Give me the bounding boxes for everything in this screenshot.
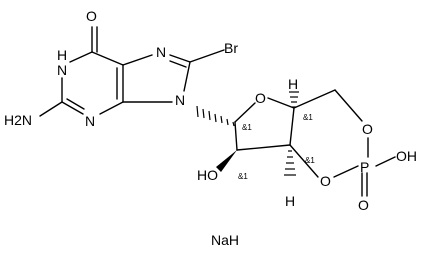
atom-p: P bbox=[360, 159, 369, 175]
atom-poh: OH bbox=[396, 148, 417, 164]
stereo-c4: &1 bbox=[303, 113, 313, 122]
atom-oh2p: HO bbox=[197, 167, 218, 183]
bond-c2-n3-second bbox=[66, 98, 85, 110]
bond-c4p-c3p bbox=[289, 107, 295, 146]
stereo-labels: &1 &1 &1 &1 bbox=[238, 113, 315, 181]
atom-h1: H bbox=[57, 47, 67, 63]
atom-o5p: O bbox=[362, 121, 373, 137]
bond-p-oh bbox=[375, 156, 396, 167]
stereo-c2: &1 bbox=[238, 172, 248, 181]
bond-n3-c4 bbox=[99, 101, 124, 115]
atom-n7: N bbox=[156, 44, 166, 60]
bond-c6-n1 bbox=[69, 51, 93, 63]
bond-n7-c8-second bbox=[169, 60, 187, 68]
bond-c8-n9 bbox=[183, 61, 191, 92]
atom-o4p: O bbox=[255, 90, 266, 106]
bond-c2-n3 bbox=[61, 101, 84, 115]
hashed-wedge-c3p-h bbox=[284, 150, 296, 176]
counterion-label: NaH bbox=[211, 232, 239, 248]
bond-c2-nh2 bbox=[39, 101, 63, 117]
atom-n9: N bbox=[175, 92, 185, 108]
bond-c5-n7 bbox=[122, 54, 153, 66]
bond-c2p-c1p bbox=[234, 121, 238, 151]
bond-o3p-p bbox=[333, 165, 359, 178]
atom-labels: O N H H2N N N Br N O HO O O P OH O H H bbox=[4, 8, 417, 213]
hashed-wedge-c4p-h bbox=[289, 91, 299, 108]
atom-o6: O bbox=[86, 8, 97, 24]
bond-c3p-o3p bbox=[289, 144, 319, 178]
bond-c4p-c5p bbox=[293, 89, 336, 109]
atom-h4p: H bbox=[288, 76, 298, 92]
bond-c1p-o4p bbox=[234, 102, 256, 123]
stereo-c1: &1 bbox=[242, 123, 252, 132]
solid-wedge-c2p-oh bbox=[216, 150, 237, 172]
bond-c5-c6 bbox=[91, 51, 124, 66]
atom-nh2: H2N bbox=[4, 112, 32, 128]
bond-o4p-c4p bbox=[267, 97, 295, 109]
bond-c8-br bbox=[189, 49, 225, 63]
atom-n1: N bbox=[57, 62, 67, 78]
hashed-wedge-c1p-n9 bbox=[196, 105, 235, 127]
atom-h3p: H bbox=[285, 193, 295, 209]
stereo-c3: &1 bbox=[305, 156, 315, 165]
bond-layer bbox=[39, 26, 396, 197]
atom-n3: N bbox=[85, 113, 95, 129]
atom-o3p: O bbox=[320, 173, 331, 189]
bond-c3p-c2p bbox=[236, 144, 291, 151]
atom-po: O bbox=[358, 197, 369, 213]
atom-br: Br bbox=[224, 40, 238, 56]
bond-c5p-o5p bbox=[334, 89, 363, 122]
bond-n7-c8 bbox=[169, 54, 191, 63]
